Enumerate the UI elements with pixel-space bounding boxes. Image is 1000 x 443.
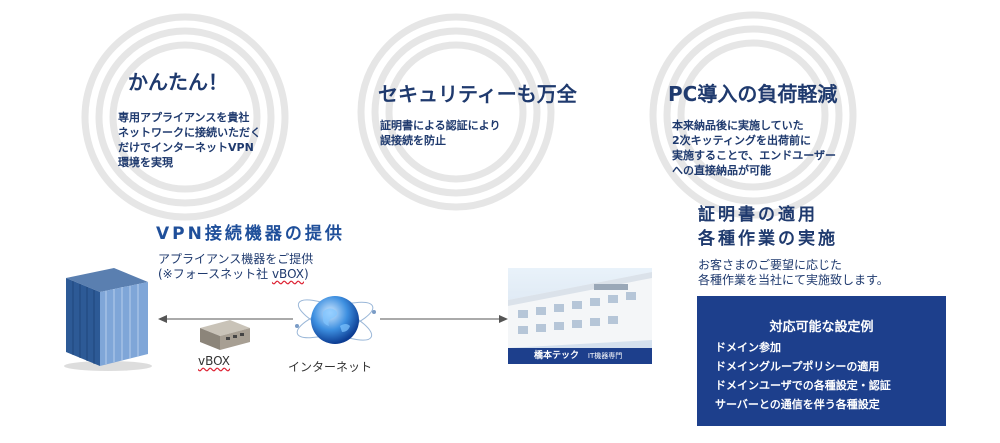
vbox-device-icon xyxy=(196,318,254,354)
facility-caption: 橋本テック IT機器専門 xyxy=(508,348,652,364)
arrow-left-line xyxy=(158,310,293,323)
feature-title-security: セキュリティーも万全 xyxy=(378,82,577,106)
settings-examples-box: 対応可能な設定例 ドメイン参加 ドメイングループポリシーの適用 ドメインユーザで… xyxy=(697,296,946,426)
vbox-label: vBOX xyxy=(198,354,231,368)
feature-text-security: 証明書による認証により 誤接続を防止 xyxy=(380,119,501,147)
settings-item: ドメインユーザでの各種設定・認証 xyxy=(715,379,891,392)
decorative-ring-3 xyxy=(648,10,858,220)
internet-globe-icon xyxy=(290,282,380,357)
feature-text-pc-load: 本来納品後に実施していた 2次キッティングを出荷前に 実施することで、エンドユー… xyxy=(672,119,837,177)
office-building-icon xyxy=(56,262,156,372)
feature-title-pc-load: PC導入の負荷軽減 xyxy=(668,82,838,106)
settings-list: ドメイン参加 ドメイングループポリシーの適用 ドメインユーザでの各種設定・認証 … xyxy=(715,338,891,414)
vpn-desc: アプライアンス機器をご提供 (※フォースネット社 vBOX) xyxy=(158,252,314,281)
decorative-ring-2 xyxy=(356,12,556,212)
vpn-section-title: VPN接続機器の提供 xyxy=(156,224,345,244)
decorative-ring-1 xyxy=(80,12,290,222)
settings-item: ドメイン参加 xyxy=(715,341,781,354)
settings-item: ドメイングループポリシーの適用 xyxy=(715,360,880,373)
feature-title-easy: かんたん！ xyxy=(128,70,228,94)
cert-desc: お客さまのご要望に応じた 各種作業を当社にて実施致します。 xyxy=(698,258,889,287)
internet-label: インターネット xyxy=(288,360,373,374)
feature-text-easy: 専用アプライアンスを貴社 ネットワークに接続いただく だけでインターネットVPN… xyxy=(118,111,261,169)
settings-title: 対応可能な設定例 xyxy=(769,320,874,335)
settings-item: サーバーとの通信を伴う各種設定 xyxy=(715,398,880,411)
arrow-right-line xyxy=(380,310,508,323)
facility-photo: 橋本テック IT機器専門 xyxy=(508,268,652,364)
cert-section-title: 証明書の適用 各種作業の実施 xyxy=(698,205,838,249)
